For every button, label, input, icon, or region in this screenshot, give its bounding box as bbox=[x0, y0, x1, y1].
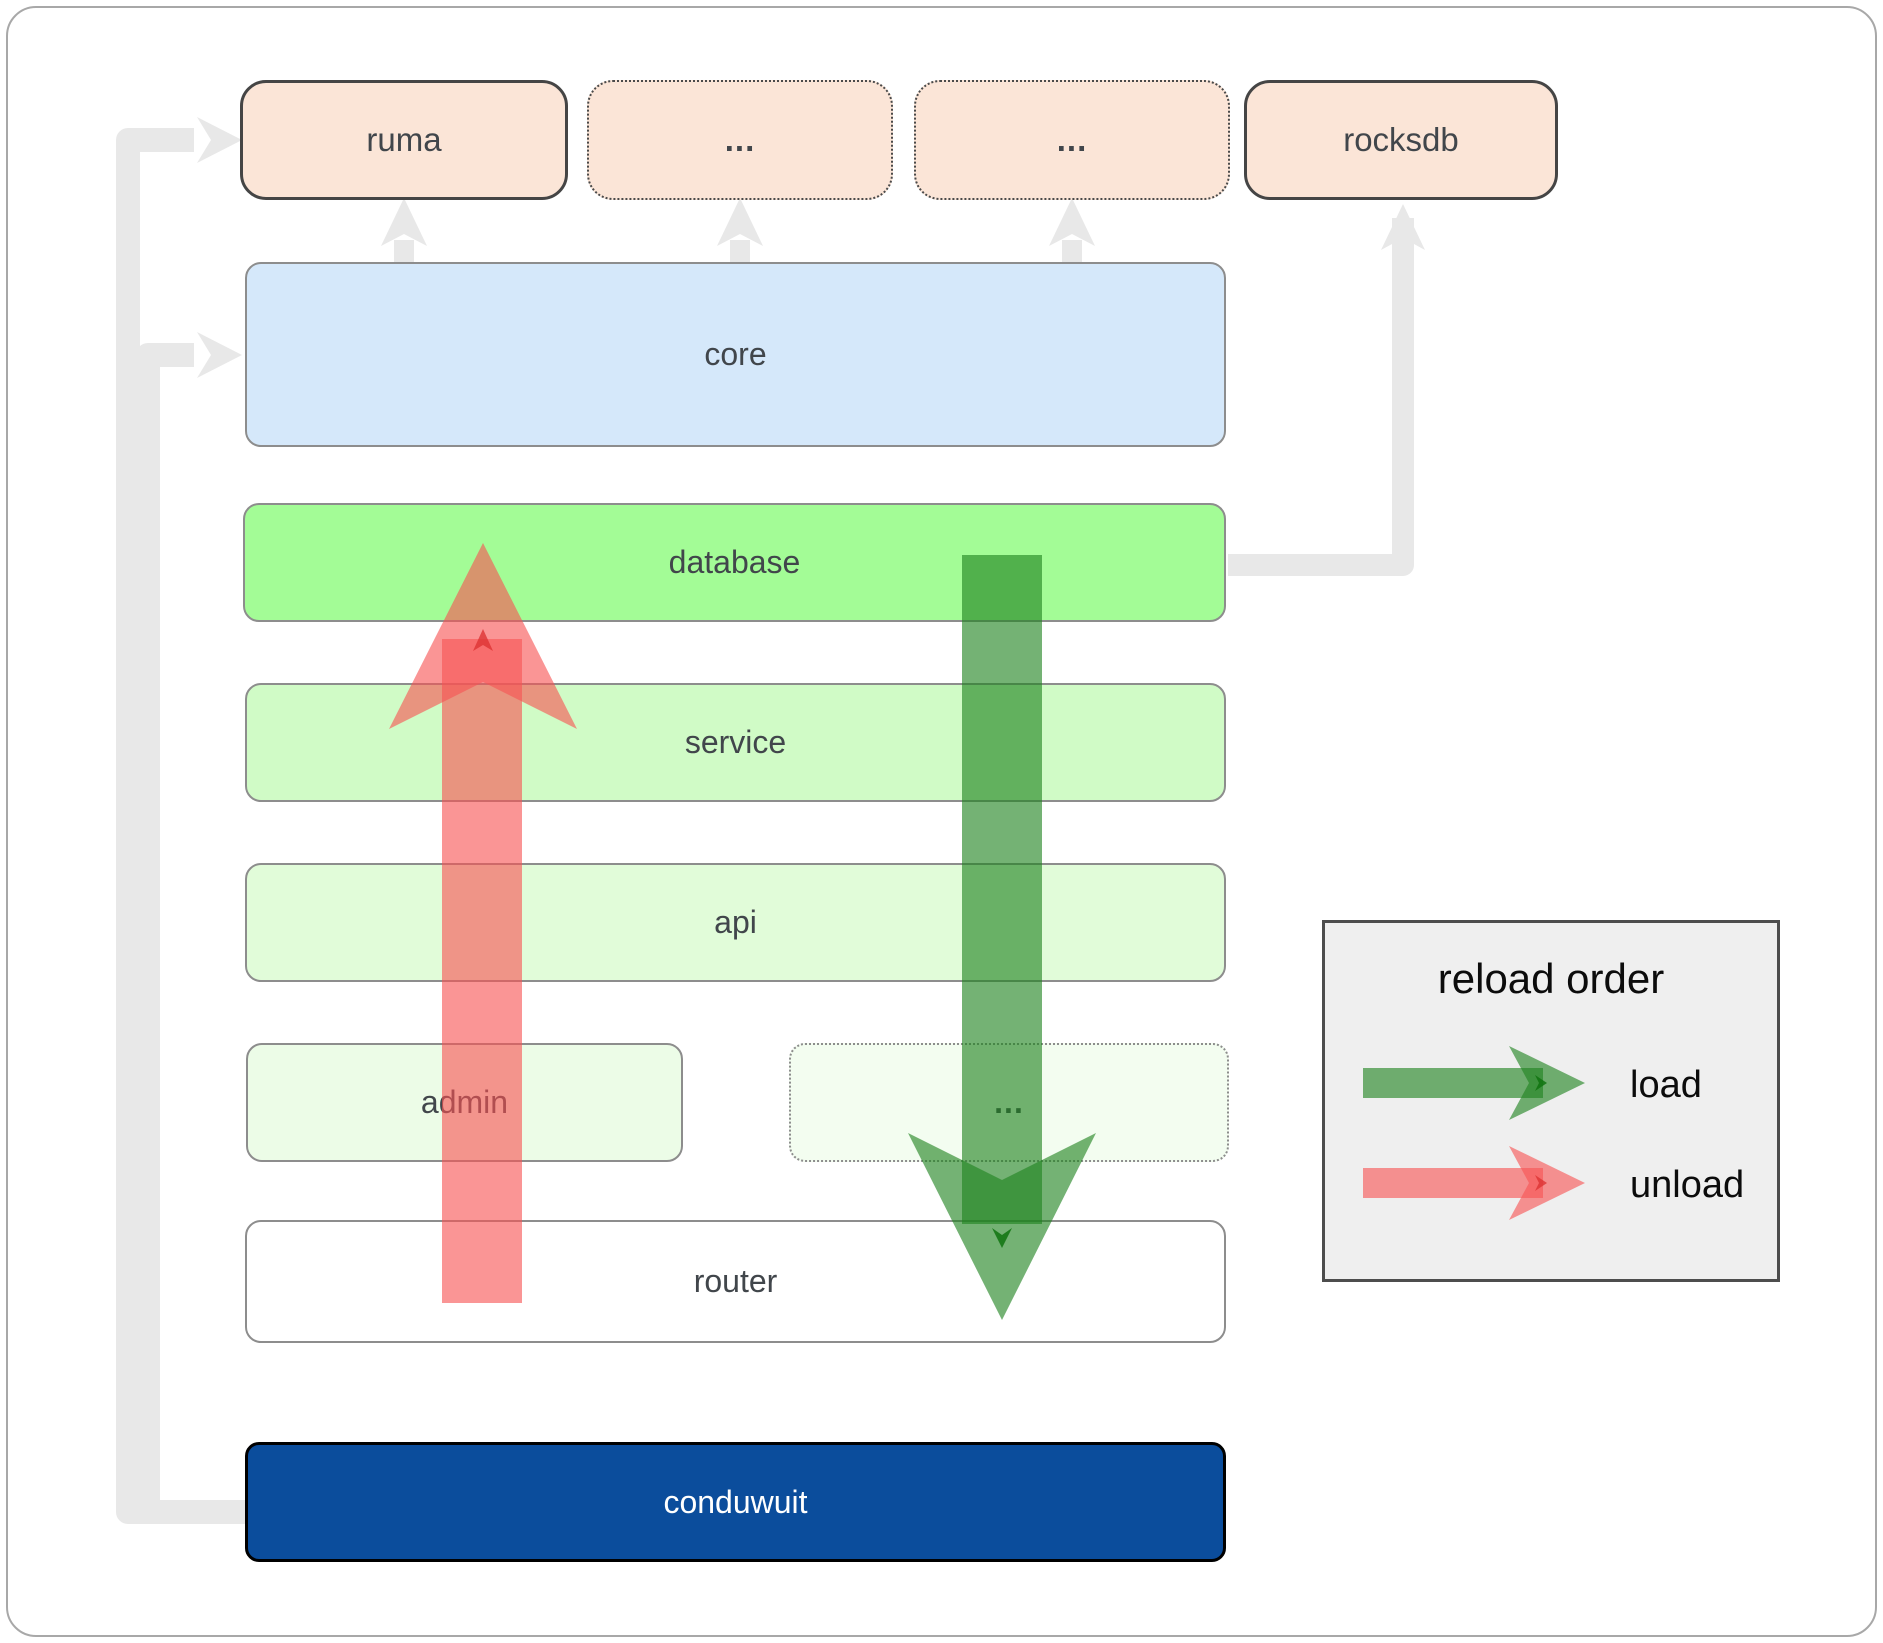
legend-load-edge-arrowhead bbox=[1535, 1075, 1547, 1091]
node-conduwuit-label: conduwuit bbox=[663, 1483, 808, 1520]
node-api: api bbox=[245, 863, 1226, 982]
node-service-label: service bbox=[684, 724, 787, 760]
node-ruma-label: ruma bbox=[366, 121, 442, 158]
node-router-label: router bbox=[693, 1263, 778, 1299]
node-rocksdb: rocksdb bbox=[1244, 80, 1558, 200]
node-admin-label: admin bbox=[420, 1084, 509, 1120]
node-top-ellipsis-1-label: ... bbox=[724, 121, 756, 158]
diagram-outer-frame bbox=[6, 6, 1877, 1637]
legend-unload-edge-arrowhead bbox=[1535, 1175, 1547, 1191]
legend-unload-label: unload bbox=[1630, 1164, 1745, 1206]
node-top-ellipsis-2-label: ... bbox=[1056, 121, 1088, 158]
node-router: router bbox=[245, 1220, 1226, 1343]
node-top-ellipsis-2: ... bbox=[914, 80, 1230, 200]
node-admin: admin bbox=[246, 1043, 683, 1162]
node-service: service bbox=[245, 683, 1226, 802]
node-database: database bbox=[243, 503, 1226, 622]
legend-load-label: load bbox=[1630, 1064, 1702, 1106]
legend-load-arrow-icon bbox=[1363, 1046, 1585, 1120]
node-conduwuit: conduwuit bbox=[245, 1442, 1226, 1562]
node-core-label: core bbox=[704, 336, 767, 372]
node-admin-ellipsis-label: ... bbox=[994, 1084, 1024, 1120]
node-ruma: ruma bbox=[240, 80, 568, 200]
legend-reload-order: reload order load unload bbox=[1322, 920, 1780, 1282]
node-core: core bbox=[245, 262, 1226, 447]
node-database-label: database bbox=[668, 544, 801, 580]
node-top-ellipsis-1: ... bbox=[587, 80, 893, 200]
legend-arrows bbox=[1363, 1046, 1585, 1220]
legend-title: reload order bbox=[1437, 955, 1665, 1002]
node-rocksdb-label: rocksdb bbox=[1343, 121, 1459, 158]
node-api-label: api bbox=[714, 904, 757, 940]
node-admin-ellipsis: ... bbox=[789, 1043, 1229, 1162]
legend-unload-arrow-icon bbox=[1363, 1146, 1585, 1220]
